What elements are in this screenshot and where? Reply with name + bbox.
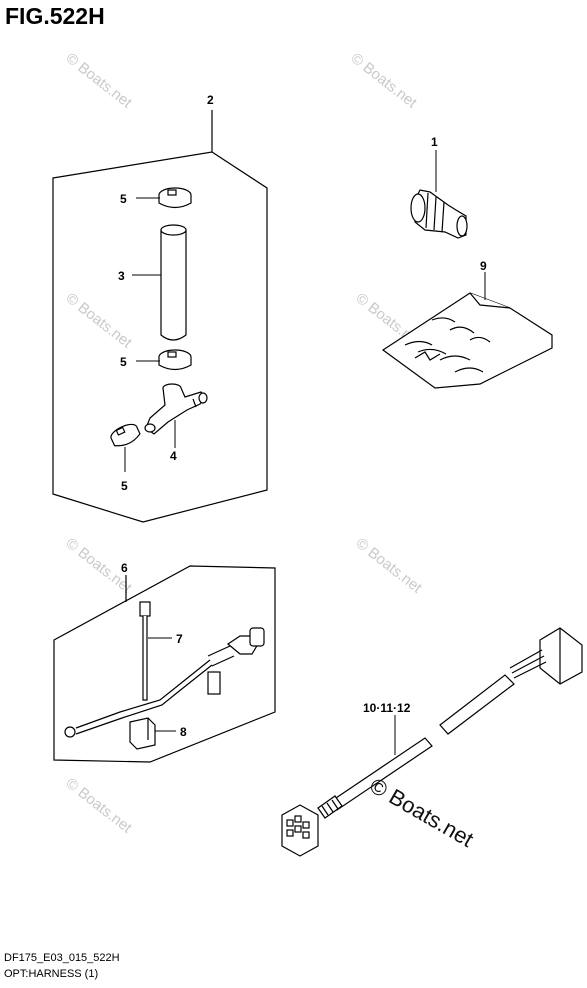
bag-9	[381, 292, 553, 389]
hose-3	[160, 224, 187, 341]
kit-box-2	[52, 110, 268, 523]
t-joint-4	[144, 383, 208, 435]
hose-clamp-middle	[158, 349, 192, 371]
figure-title: FIG.522H	[5, 3, 105, 29]
hose-clamp-top	[158, 187, 192, 209]
callout-9: 9	[480, 259, 487, 273]
callout-5b: 5	[120, 355, 127, 369]
callout-1: 1	[431, 135, 438, 149]
harness-extension-10-11-12	[281, 627, 583, 857]
ground-wire	[64, 627, 265, 738]
callout-5c: 5	[121, 479, 128, 493]
watermark-7: © Boats.net	[63, 775, 136, 837]
callout-8: 8	[180, 725, 187, 739]
callout-2: 2	[207, 93, 214, 107]
watermark-main: © Boats.net	[366, 773, 478, 852]
plug-1	[410, 189, 468, 239]
watermark-1: © Boats.net	[63, 50, 136, 112]
watermark-3: © Boats.net	[63, 290, 136, 352]
callout-6: 6	[121, 561, 128, 575]
callout-5a: 5	[120, 192, 127, 206]
hose-clamp-bottom	[110, 423, 141, 447]
figure-code: DF175_E03_015_522H	[4, 952, 120, 964]
watermark-6: © Boats.net	[353, 535, 426, 597]
harness-box-6	[53, 565, 276, 763]
callout-7: 7	[176, 632, 183, 646]
watermark-2: © Boats.net	[348, 50, 421, 112]
connector-8	[129, 717, 156, 750]
figure-name: OPT:HARNESS (1)	[4, 968, 99, 980]
cable-tie-7	[139, 601, 151, 701]
callout-3: 3	[118, 269, 125, 283]
callout-10-11-12: 10·11·12	[363, 701, 411, 715]
callout-4: 4	[170, 449, 177, 463]
